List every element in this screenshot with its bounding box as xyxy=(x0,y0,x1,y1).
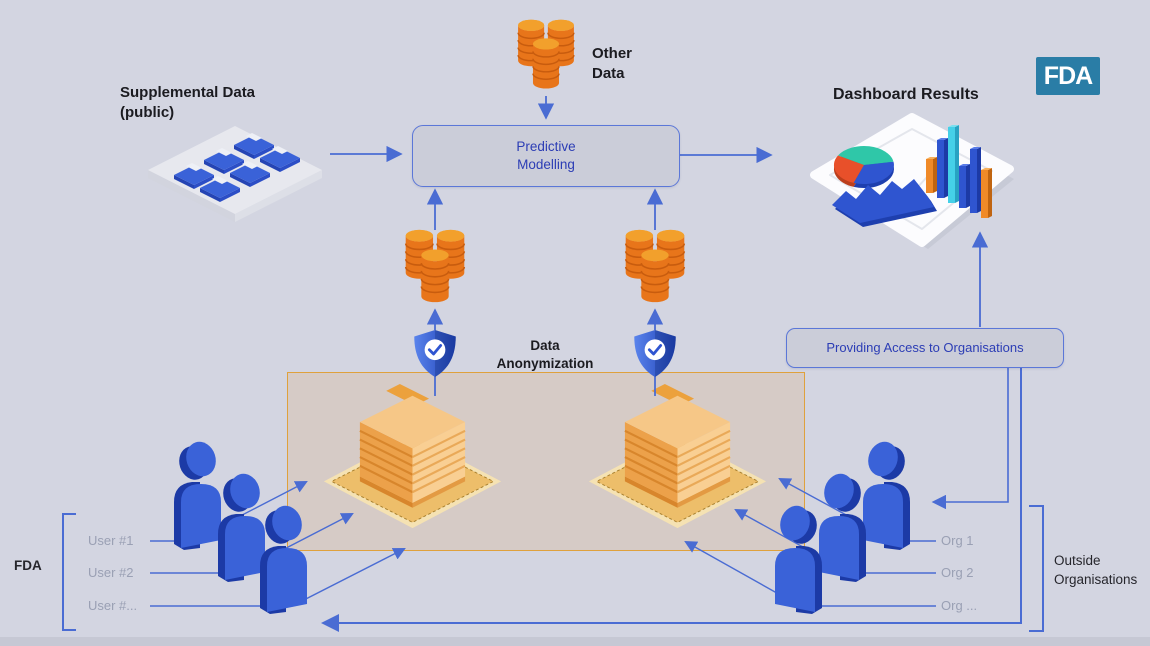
fda-group-label: FDA xyxy=(14,558,42,573)
org-label: Org 1 xyxy=(941,533,974,548)
database-icon-left xyxy=(403,226,467,310)
data-anonymization-label: Data Anonymization xyxy=(478,337,612,373)
database-icon-right xyxy=(623,226,687,310)
data-anonymization-line1: Data xyxy=(530,338,560,353)
user-figure-3 xyxy=(256,500,318,618)
dashboard-results-label: Dashboard Results xyxy=(833,86,979,103)
dashboard-illustration xyxy=(800,105,1024,255)
supplemental-data-subtitle: (public) xyxy=(120,104,175,122)
outside-orgs-line2: Organisations xyxy=(1054,571,1138,587)
orgs-group-bracket xyxy=(1029,505,1044,632)
outside-organisations-label: Outside Organisations xyxy=(1054,552,1137,590)
other-data-label: Other Data xyxy=(592,44,632,85)
arrow-orgs-return-line xyxy=(321,367,1022,632)
other-data-line1: Other xyxy=(592,45,633,62)
shield-check-icon-left xyxy=(413,329,457,378)
predictive-modelling-box: Predictive Modelling xyxy=(412,125,680,187)
arrow-access-to-orgs xyxy=(931,367,1009,510)
supplemental-data-title: Supplemental Data xyxy=(120,84,256,101)
data-anonymization-line2: Anonymization xyxy=(496,356,594,372)
shield-check-icon-right xyxy=(633,329,677,378)
org-label: Org ... xyxy=(941,598,978,613)
fda-group-bracket xyxy=(62,513,76,631)
bottom-edge-strip xyxy=(0,637,1150,646)
org-label: Org 2 xyxy=(941,565,974,580)
supplemental-data-tiles-icon xyxy=(140,118,330,230)
supplemental-data-label: Supplemental Data (public) xyxy=(120,83,255,124)
user-label: User #2 xyxy=(88,565,134,580)
outside-orgs-line1: Outside xyxy=(1054,553,1101,568)
org-figure-3 xyxy=(764,500,826,618)
other-data-database-icon xyxy=(515,16,577,96)
providing-access-box: Providing Access to Organisations xyxy=(786,328,1064,368)
user-label: User #1 xyxy=(88,533,134,548)
fda-logo: FDA xyxy=(1036,57,1100,95)
other-data-line2: Data xyxy=(592,65,625,83)
predictive-modelling-line2: Modelling xyxy=(517,157,575,172)
predictive-modelling-line1: Predictive xyxy=(516,139,576,155)
user-label: User #... xyxy=(88,598,138,613)
